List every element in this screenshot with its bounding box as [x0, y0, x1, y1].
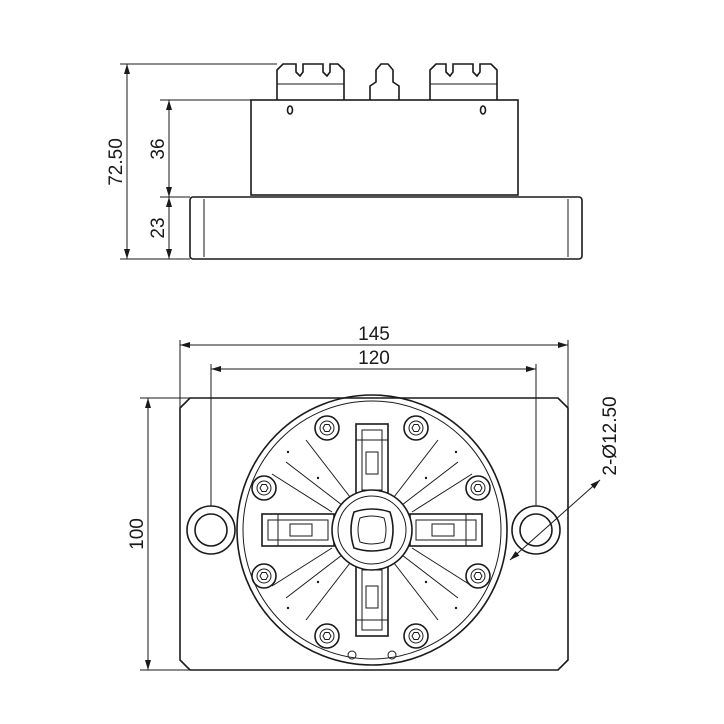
- dim-upper-block-height: 36: [148, 138, 169, 159]
- top-jaws: [276, 63, 498, 100]
- hole-callout-leader: [509, 479, 601, 561]
- dim-hole-spacing: 120: [358, 348, 390, 369]
- base-plate: [189, 196, 583, 260]
- jaw-slot-top: [355, 423, 389, 497]
- segment-dividers: [271, 439, 473, 621]
- dim-overall-depth: 100: [127, 518, 148, 550]
- screw-mid-left-lower: [251, 563, 277, 589]
- screw-mid-right-upper: [465, 475, 491, 501]
- jaw-slot-right: [409, 513, 483, 547]
- mounting-hole-left: [186, 505, 236, 555]
- chuck-body: [236, 394, 508, 666]
- jaw-slot-bottom: [355, 563, 389, 637]
- base-plate-outline: [179, 397, 569, 671]
- central-hub: [331, 489, 413, 571]
- screw-hole-left: [286, 105, 294, 115]
- screw-mid-left-upper: [251, 475, 277, 501]
- hole-callout: 2-Ø12.50: [600, 396, 621, 475]
- screw-bottom-left: [314, 623, 340, 649]
- top-view: 145 120 100 2-Ø12.50: [127, 324, 621, 671]
- screws: [251, 415, 491, 649]
- dim-total-height: 72.50: [106, 138, 127, 186]
- screw-top-right: [403, 415, 429, 441]
- screw-mid-right-lower: [465, 563, 491, 589]
- upper-block: [250, 99, 519, 196]
- mounting-hole-right: [511, 505, 561, 555]
- dim-base-height: 23: [148, 217, 169, 238]
- jaw-slot-left: [261, 513, 335, 547]
- screw-top-left: [314, 415, 340, 441]
- screw-hole-right: [479, 105, 487, 115]
- dim-overall-width: 145: [358, 324, 390, 345]
- side-view: 72.50 36 23: [106, 63, 583, 260]
- screw-bottom-right: [403, 623, 429, 649]
- locating-holes: [286, 450, 458, 660]
